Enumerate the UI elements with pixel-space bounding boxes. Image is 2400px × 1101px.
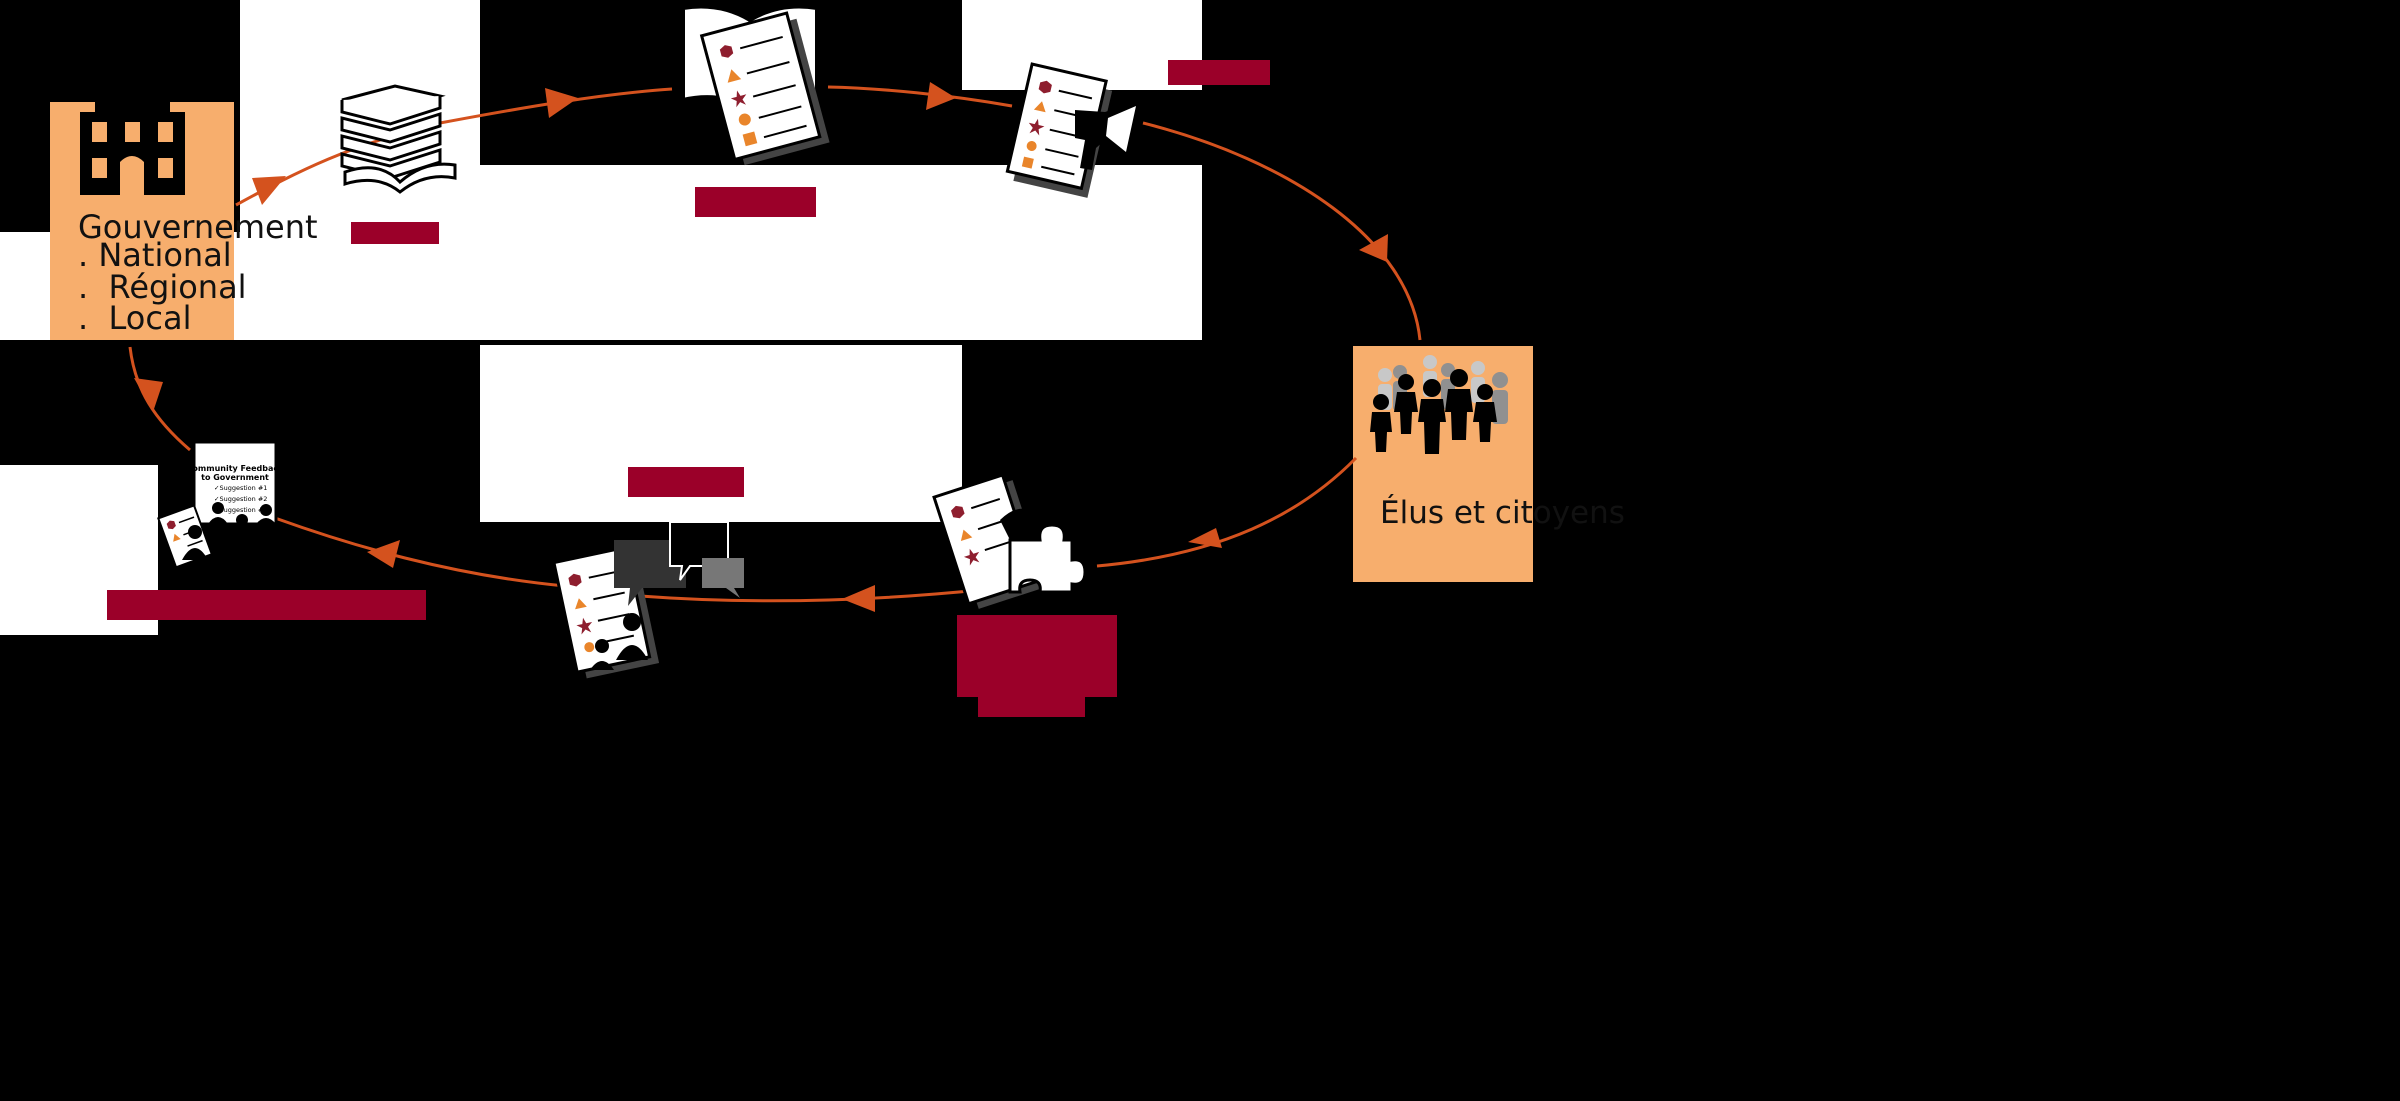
label-bar-4 <box>628 467 744 497</box>
citizens-crowd-icon <box>1370 355 1508 454</box>
arrowhead-7 <box>367 540 400 568</box>
arc-feedback-to-gov <box>128 346 191 452</box>
label-bar-2 <box>695 187 816 217</box>
government-level-regional: . Régional <box>78 268 247 306</box>
feedback-title-line1: Community Feedback <box>187 464 285 473</box>
arc-to-citizens <box>1142 121 1422 341</box>
arrowhead-3 <box>926 82 956 110</box>
government-level-local: . Local <box>78 299 192 337</box>
arrowhead-2 <box>545 88 578 118</box>
label-bar-1 <box>351 222 439 244</box>
arc-puzzle-to-discussion <box>639 588 981 603</box>
label-bar-7 <box>978 695 1085 717</box>
arrowhead-6 <box>842 585 875 612</box>
feedback-suggestion-2: ✓Suggestion #2 <box>214 495 267 503</box>
feedback-clipboard-icon: Community Feedback to Government ✓Sugges… <box>157 430 285 569</box>
checklist-megaphone-icon <box>1005 62 1140 198</box>
government-building-icon <box>80 100 185 195</box>
cycle-arrowheads <box>134 82 1388 612</box>
government-title: Gouvernement <box>78 208 318 246</box>
books-icon <box>340 84 457 194</box>
citizens-label: Élus et citoyens <box>1380 495 1625 531</box>
open-book-document-icon <box>681 4 830 166</box>
feedback-suggestion-3: ✓Suggestion #3 <box>214 506 267 514</box>
label-bar-3 <box>1168 60 1270 85</box>
arrowhead-5 <box>1188 528 1222 548</box>
arc-document-to-checklist <box>827 85 1013 108</box>
checklist-puzzle-icon <box>932 473 1087 609</box>
label-bar-6 <box>957 615 1117 697</box>
feedback-title-line2: to Government <box>201 473 269 482</box>
arrowhead-1 <box>252 176 286 205</box>
feedback-suggestion-1: ✓Suggestion #1 <box>214 484 267 492</box>
cycle-arcs <box>128 85 1422 603</box>
government-level-national: . National <box>78 236 232 274</box>
arrowhead-4 <box>1359 234 1388 262</box>
label-bar-5 <box>107 590 426 620</box>
discussion-checklist-icon <box>552 521 744 679</box>
arc-discussion-to-feedback <box>274 516 566 588</box>
arc-citizens-to-puzzle <box>1096 456 1358 568</box>
arrowhead-8 <box>134 378 163 412</box>
